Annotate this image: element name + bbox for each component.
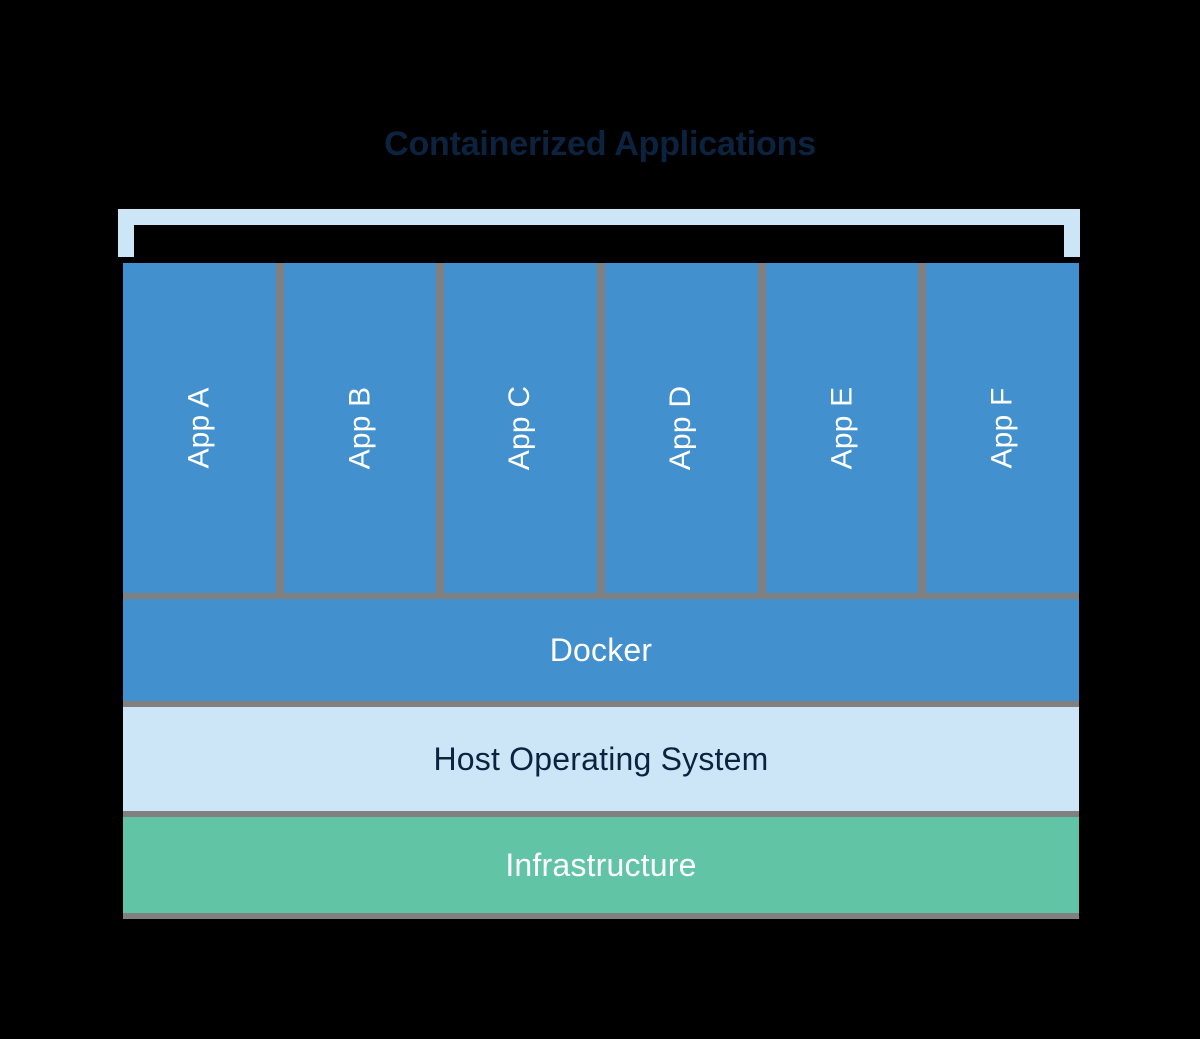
app-label: App A (182, 387, 216, 469)
bracket-left-leg (118, 225, 134, 257)
app-label: App E (825, 386, 859, 470)
app-box-c[interactable]: App C (444, 263, 598, 593)
docker-layer[interactable]: Docker (123, 593, 1079, 701)
architecture-stack: App A App B App C App D App E App F Dock… (123, 263, 1080, 919)
app-box-f[interactable]: App F (926, 263, 1080, 593)
app-label: App B (343, 386, 377, 470)
app-label: App D (664, 385, 698, 471)
app-box-a[interactable]: App A (123, 263, 276, 593)
bracket-top-bar (118, 209, 1080, 225)
docker-layer-label: Docker (549, 631, 653, 668)
app-label: App C (503, 385, 537, 471)
bracket-right-leg (1064, 225, 1080, 257)
infrastructure-layer-label: Infrastructure (505, 846, 697, 883)
app-label: App F (985, 387, 1019, 469)
app-box-e[interactable]: App E (765, 263, 919, 593)
application-row: App A App B App C App D App E App F (123, 263, 1080, 593)
app-box-b[interactable]: App B (283, 263, 437, 593)
infrastructure-layer[interactable]: Infrastructure (123, 811, 1079, 919)
page-title: Containerized Applications (384, 125, 816, 163)
host-operating-system-layer-label: Host Operating System (433, 740, 769, 777)
app-box-d[interactable]: App D (605, 263, 758, 593)
containerized-applications-bracket (118, 209, 1080, 257)
host-operating-system-layer[interactable]: Host Operating System (123, 701, 1079, 811)
